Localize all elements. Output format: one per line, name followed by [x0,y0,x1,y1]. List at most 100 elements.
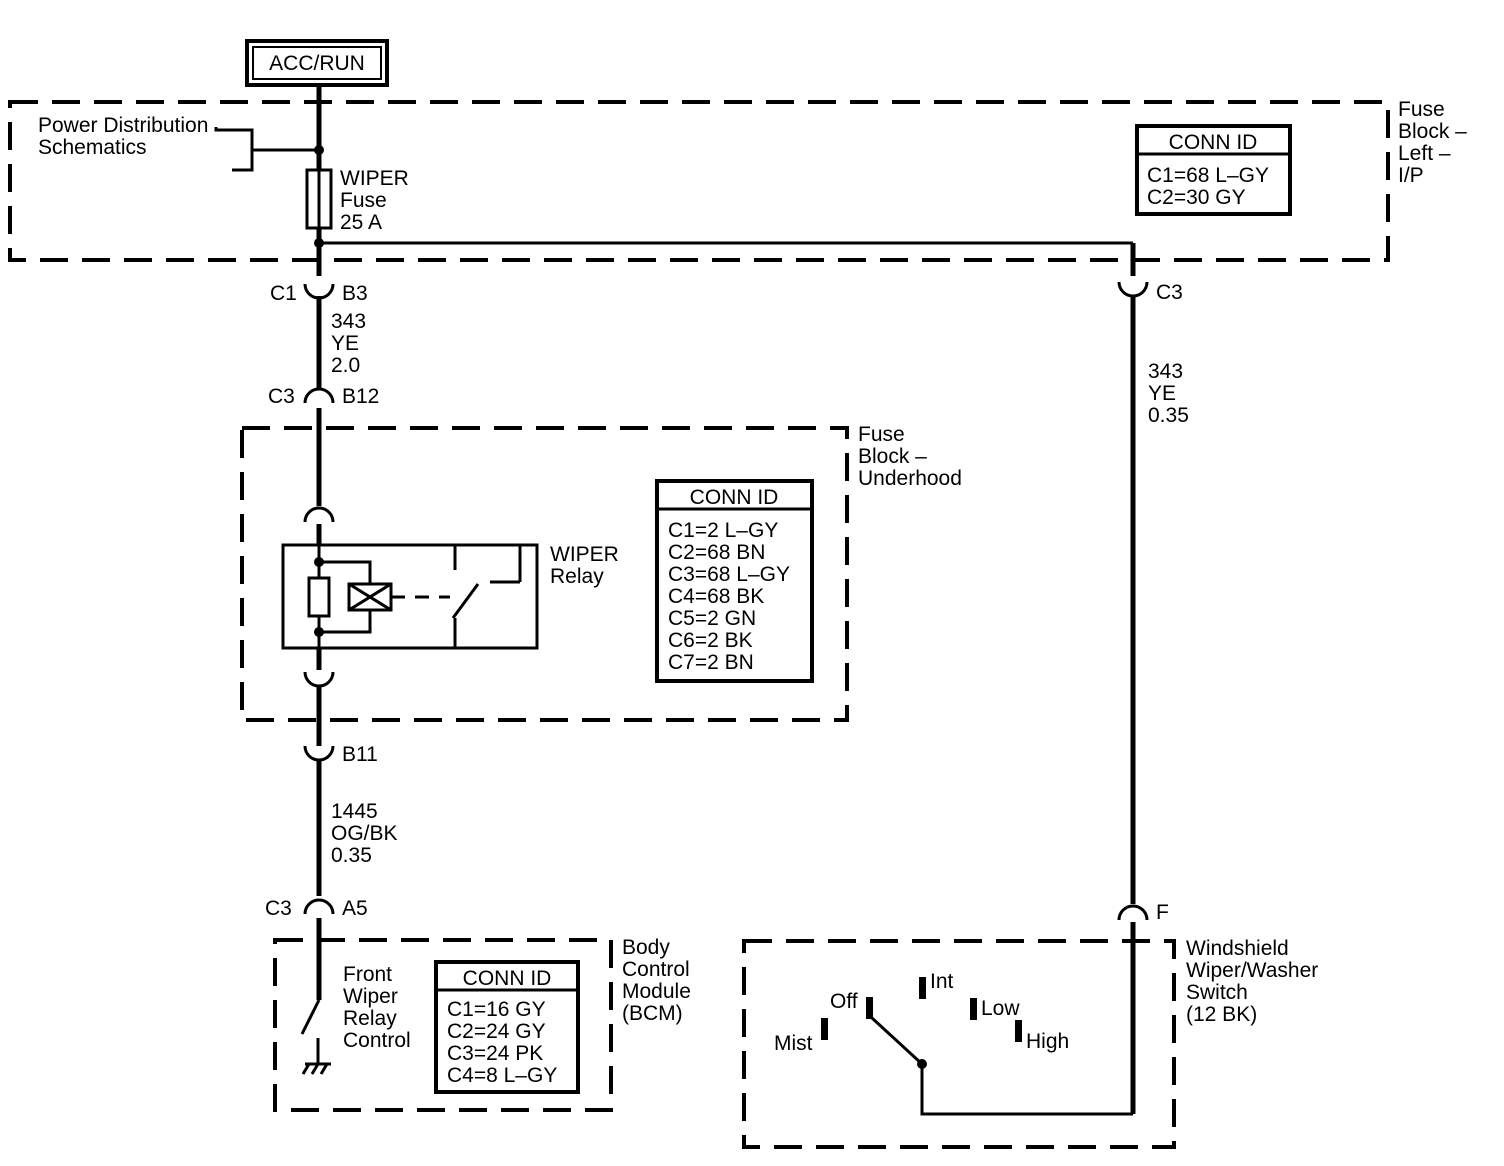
wiper-washer-switch-name: Windshield Wiper/Washer Switch (12 BK) [1186,937,1318,1026]
fuse-block-underhood-boundary [240,426,849,722]
svg-text:Fuse: Fuse [340,189,387,212]
svg-text:Relay: Relay [343,1007,397,1030]
svg-text:C3: C3 [1156,281,1183,304]
svg-text:C1=16 GY: C1=16 GY [447,998,546,1021]
svg-text:C6=2 BK: C6=2 BK [668,629,753,652]
svg-text:Body: Body [622,936,670,959]
svg-text:ACC/RUN: ACC/RUN [269,52,365,75]
switch-position-mist: Mist [774,1018,828,1055]
svg-text:Module: Module [622,980,691,1003]
svg-text:0.35: 0.35 [1148,404,1189,427]
svg-text:Wiper/Washer: Wiper/Washer [1186,959,1318,982]
connector-c3-b12: C3 B12 [268,385,379,408]
svg-text:C1: C1 [270,282,297,305]
fuse-block-ip-name: Fuse Block – Left – I/P [1398,98,1467,187]
svg-text:I/P: I/P [1398,164,1424,187]
svg-text:(BCM): (BCM) [622,1002,683,1025]
svg-text:C1=2 L–GY: C1=2 L–GY [668,519,778,542]
svg-text:C3: C3 [268,385,295,408]
splice-dot [314,145,324,155]
connector-f: F [1117,901,1169,924]
switch-common-wire [920,1064,1133,1116]
svg-text:Int: Int [930,970,954,993]
svg-text:Left –: Left – [1398,142,1451,165]
svg-text:F: F [1156,901,1169,924]
bcm-conn-id-table: CONN ID C1=16 GY C2=24 GY C3=24 PK C4=8 … [434,960,580,1094]
svg-text:Block –: Block – [858,445,927,468]
wiper-fuse-label: WIPER Fuse 25 A [340,167,409,234]
svg-text:Windshield: Windshield [1186,937,1289,960]
svg-text:CONN ID: CONN ID [1169,131,1258,154]
svg-text:WIPER: WIPER [340,167,409,190]
svg-text:343: 343 [331,310,366,333]
svg-text:Block –: Block – [1398,120,1467,143]
svg-text:Underhood: Underhood [858,467,962,490]
svg-text:0.35: 0.35 [331,844,372,867]
svg-text:C2=30 GY: C2=30 GY [1147,186,1246,209]
wiper-fuse [305,168,333,230]
relay-output-connector [303,671,335,688]
svg-text:Relay: Relay [550,565,604,588]
svg-text:Mist: Mist [774,1032,813,1055]
svg-text:Control: Control [622,958,690,981]
svg-text:Low: Low [981,997,1020,1020]
fuse-block-underhood-name: Fuse Block – Underhood [858,423,962,490]
switch-blade [870,1016,924,1066]
svg-text:C1=68 L–GY: C1=68 L–GY [1147,164,1269,187]
svg-text:A5: A5 [342,897,368,920]
svg-text:Power Distribution: Power Distribution [38,114,208,137]
wiper-relay [281,543,539,650]
relay-input-connector [303,506,335,523]
svg-text:CONN ID: CONN ID [690,486,779,509]
bcm-boundary [273,938,613,1112]
wire-label-343-ye-0-35: 343 YE 0.35 [1148,360,1189,427]
svg-text:1445: 1445 [331,800,378,823]
svg-text:C4=8 L–GY: C4=8 L–GY [447,1064,557,1087]
svg-text:B12: B12 [342,385,379,408]
svg-text:C3=24 PK: C3=24 PK [447,1042,543,1065]
svg-text:Schematics: Schematics [38,136,147,159]
svg-text:C2=68 BN: C2=68 BN [668,541,765,564]
svg-text:YE: YE [331,332,359,355]
front-wiper-relay-control-label: Front Wiper Relay Control [343,963,411,1052]
svg-text:C5=2 GN: C5=2 GN [668,607,756,630]
svg-text:Fuse: Fuse [1398,98,1445,121]
bcm-name: Body Control Module (BCM) [622,936,691,1025]
svg-text:WIPER: WIPER [550,543,619,566]
switch-position-int: Int [919,970,954,999]
svg-text:Control: Control [343,1029,411,1052]
svg-text:25 A: 25 A [340,211,382,234]
power-source-label: ACC/RUN [245,39,389,87]
svg-text:C3: C3 [265,897,292,920]
svg-text:2.0: 2.0 [331,354,360,377]
front-wiper-relay-control-switch [300,999,321,1064]
svg-text:C7=2 BN: C7=2 BN [668,651,754,674]
svg-text:Front: Front [343,963,392,986]
switch-position-off: Off [830,990,873,1019]
svg-text:Wiper: Wiper [343,985,398,1008]
wiper-relay-label: WIPER Relay [550,543,619,588]
wire-label-1445-og-bk: 1445 OG/BK 0.35 [331,800,398,867]
svg-text:C2=24 GY: C2=24 GY [447,1020,546,1043]
svg-text:C4=68 BK: C4=68 BK [668,585,764,608]
svg-text:CONN ID: CONN ID [463,967,552,990]
wire-label-343-ye-2-0: 343 YE 2.0 [331,310,366,377]
svg-text:C3=68 L–GY: C3=68 L–GY [668,563,790,586]
wiper-washer-switch-boundary [742,939,1176,1149]
connector-c3-a5: C3 A5 [265,897,368,920]
switch-position-high: High [1015,1020,1069,1053]
svg-text:Switch: Switch [1186,981,1248,1004]
power-distribution-reference: Power Distribution Schematics [38,114,319,172]
connector-c1-b3: C1 B3 [270,282,368,388]
fuse-block-ip-boundary [8,100,1390,262]
svg-text:YE: YE [1148,382,1176,405]
fuse-block-ip-conn-id-table: CONN ID C1=68 L–GY C2=30 GY [1135,124,1292,216]
svg-text:High: High [1026,1030,1069,1053]
svg-text:(12 BK): (12 BK) [1186,1003,1257,1026]
svg-text:B11: B11 [342,743,378,766]
svg-text:OG/BK: OG/BK [331,822,398,845]
ground-icon [301,1062,331,1075]
connector-b11: B11 [303,743,378,766]
svg-text:Off: Off [830,990,858,1013]
